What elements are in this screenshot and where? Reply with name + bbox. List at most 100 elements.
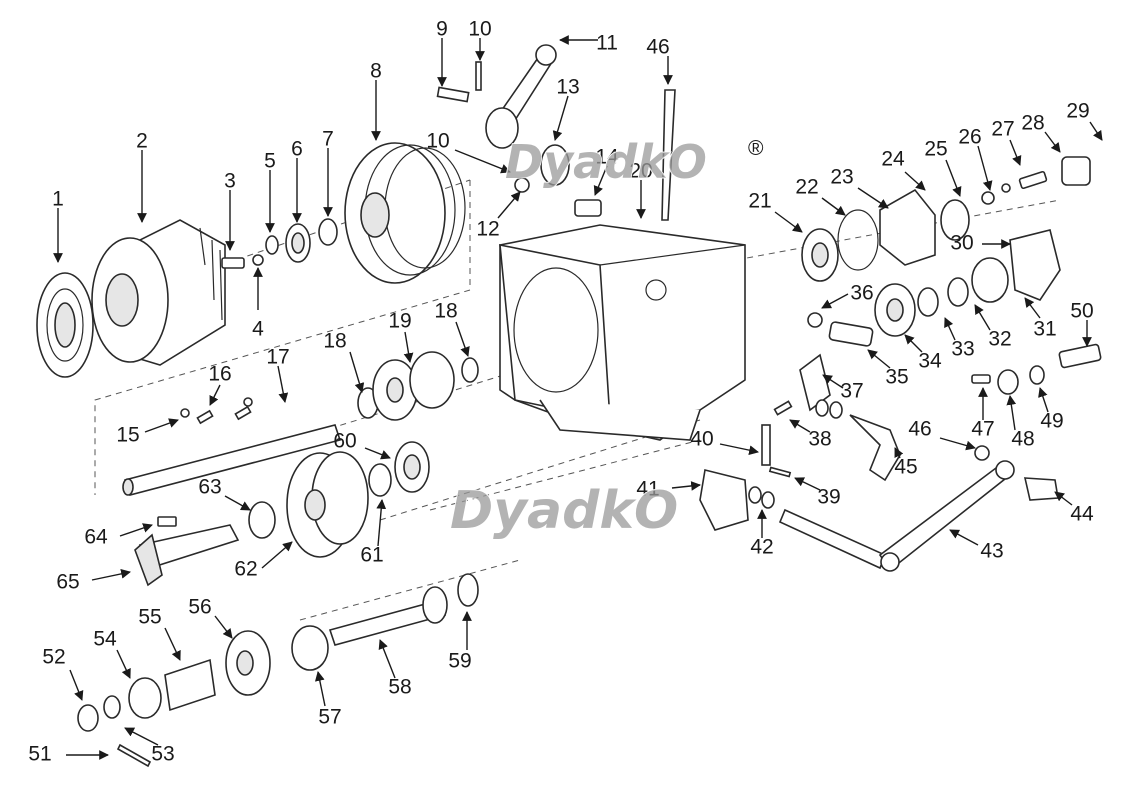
callout-label-46: 46	[908, 418, 931, 441]
callout-leader-44	[1054, 491, 1073, 506]
callout-label-50: 50	[1070, 300, 1093, 323]
callout-label-42: 42	[750, 536, 773, 559]
callout-label-55: 55	[138, 606, 161, 629]
callout-label-53: 53	[151, 743, 174, 766]
callout-leader-55	[164, 627, 181, 661]
callout-leader-65	[91, 569, 131, 581]
callout-label-16: 16	[208, 363, 231, 386]
callout-label-33: 33	[951, 338, 974, 361]
clutch-basket-part-2	[91, 219, 226, 366]
callout-leader-62	[261, 541, 293, 569]
mainshaft-parts-15-19	[122, 351, 479, 496]
callout-label-63: 63	[198, 476, 221, 499]
callout-label-6: 6	[291, 138, 303, 161]
callout-label-46: 46	[646, 36, 669, 59]
callout-leader-28	[1044, 131, 1061, 153]
callout-leader-41	[671, 481, 701, 491]
callout-label-56: 56	[188, 596, 211, 619]
callout-label-60: 60	[333, 430, 356, 453]
callout-label-36: 36	[850, 282, 873, 305]
callout-leader-17	[277, 365, 289, 403]
bearing-part-1	[36, 272, 94, 378]
callout-label-48: 48	[1011, 428, 1034, 451]
callout-leader-13	[552, 95, 569, 141]
callout-label-17: 17	[266, 346, 289, 369]
callout-leader-31	[1024, 297, 1041, 319]
callout-label-58: 58	[388, 676, 411, 699]
callout-label-43: 43	[980, 540, 1003, 563]
countershaft-parts-60-65	[134, 441, 430, 587]
callout-leader-54	[116, 649, 131, 679]
callout-leader-25	[945, 159, 962, 197]
callout-label-52: 52	[42, 646, 65, 669]
callout-label-37: 37	[840, 380, 863, 403]
callout-leader-61	[376, 499, 387, 547]
callout-label-38: 38	[808, 428, 831, 451]
clutch-pack-part-8	[344, 142, 466, 284]
callout-leader-35	[867, 349, 891, 369]
callout-label-32: 32	[988, 328, 1011, 351]
callout-leader-26	[977, 145, 993, 191]
callout-label-12: 12	[476, 218, 499, 241]
callout-label-28: 28	[1021, 112, 1044, 135]
callout-label-22: 22	[795, 176, 818, 199]
callout-label-14: 14	[595, 146, 619, 169]
callout-leader-36	[821, 293, 849, 309]
callout-label-31: 31	[1033, 318, 1056, 341]
callout-label-59: 59	[448, 650, 471, 673]
callout-label-34: 34	[918, 350, 942, 373]
callout-label-25: 25	[924, 138, 947, 161]
callout-label-61: 61	[360, 544, 383, 567]
callout-leader-63	[224, 495, 251, 511]
watermark-top: DyadkO	[505, 135, 707, 189]
callout-leader-33	[944, 317, 956, 341]
callout-leader-10	[454, 149, 511, 174]
callout-leader-48	[1006, 395, 1017, 431]
callout-label-15: 15	[116, 424, 139, 447]
callout-label-41: 41	[636, 478, 659, 501]
callout-label-3: 3	[224, 170, 236, 193]
callout-label-4: 4	[252, 318, 264, 341]
callout-leader-45	[894, 447, 904, 459]
small-parts-3-7	[221, 218, 338, 269]
callout-label-65: 65	[56, 571, 79, 594]
callout-label-2: 2	[136, 130, 148, 153]
callout-leader-27	[1009, 139, 1022, 166]
callout-label-26: 26	[958, 126, 981, 149]
callout-label-8: 8	[370, 60, 382, 83]
callout-label-39: 39	[817, 486, 840, 509]
callout-leader-46	[939, 437, 976, 451]
callout-label-35: 35	[885, 366, 908, 389]
callout-label-27: 27	[991, 118, 1014, 141]
callout-leader-40	[719, 443, 759, 455]
gearbox-housing	[499, 224, 746, 441]
callout-leader-23	[857, 187, 889, 209]
callout-leader-52	[69, 669, 84, 701]
callout-label-10: 10	[426, 130, 449, 153]
watermark-group: DyadkO ® DyadkO	[449, 134, 764, 542]
callout-label-54: 54	[93, 628, 117, 651]
callout-label-18: 18	[323, 330, 346, 353]
callout-label-29: 29	[1066, 100, 1089, 123]
callout-leader-56	[214, 615, 233, 639]
callout-label-18: 18	[434, 300, 457, 323]
callout-label-10: 10	[468, 18, 491, 41]
callout-leader-39	[794, 477, 821, 491]
callout-label-5: 5	[264, 150, 276, 173]
callout-label-21: 21	[748, 190, 771, 213]
callout-leader-24	[904, 171, 926, 191]
callout-label-64: 64	[84, 526, 108, 549]
callout-label-49: 49	[1040, 410, 1063, 433]
callout-leader-12	[497, 191, 521, 219]
callout-leader-18	[455, 321, 470, 357]
callout-label-19: 19	[388, 310, 411, 333]
callout-label-13: 13	[556, 76, 579, 99]
callout-leader-57	[314, 671, 326, 707]
callout-label-24: 24	[881, 148, 905, 171]
callout-leader-58	[378, 639, 396, 679]
callout-leader-14	[593, 165, 608, 196]
cover-assembly-parts-21-35	[801, 156, 1091, 347]
callout-label-7: 7	[322, 128, 334, 151]
